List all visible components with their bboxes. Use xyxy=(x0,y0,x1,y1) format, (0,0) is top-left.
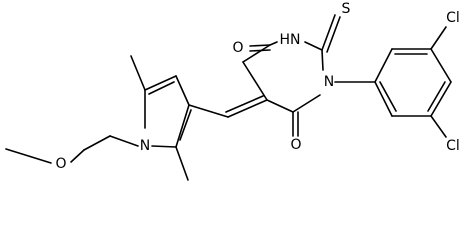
bond-n-ch2 xyxy=(109,135,139,147)
bond-ar4 xyxy=(430,81,452,117)
bond-ar-cl-bottom xyxy=(430,115,447,138)
imide-nitrogen-label: N xyxy=(324,74,334,90)
bond-c6-o-top-a xyxy=(249,44,271,47)
bond-py-c4-c5-inner xyxy=(148,81,175,95)
bond-c2-n xyxy=(321,49,324,71)
oxygen-label-carbonyl-bottom: O xyxy=(290,137,301,153)
bond-c6-o-top-b xyxy=(249,49,271,52)
bond-ar6 xyxy=(374,81,393,117)
chlorine-label-bottom: Cl xyxy=(446,138,460,154)
bond-py-c2-c3-inner xyxy=(179,109,192,141)
chlorine-label-top: Cl xyxy=(446,10,460,26)
bond-ch2-o xyxy=(70,149,85,163)
bond-c2-s-b xyxy=(326,16,341,53)
bond-c7-ch-a xyxy=(227,99,268,118)
atom-labels: O HN S Cl N Cl O O N xyxy=(55,1,459,172)
bond-lines xyxy=(5,14,452,181)
bond-ar1 xyxy=(374,48,393,83)
nh-label: HN xyxy=(280,32,301,48)
bond-py-c3-c4 xyxy=(175,75,190,106)
oxygen-label-carbonyl-top: O xyxy=(232,40,243,56)
oxygen-label-methoxy: O xyxy=(55,156,66,172)
sulfur-label: S xyxy=(342,1,351,17)
bond-py-n-c2 xyxy=(151,145,177,148)
bond-methyl-top xyxy=(130,55,146,91)
bond-methyl-bottom xyxy=(175,146,189,181)
bond-ar4-inner xyxy=(427,81,446,112)
bond-c6-nh xyxy=(269,41,278,46)
bond-c2-s-a xyxy=(321,14,336,51)
pyrrole-nitrogen-label: N xyxy=(140,138,150,154)
bond-ar-cl-top xyxy=(430,26,447,50)
bond-py-c2-c3 xyxy=(175,104,190,148)
bond-ar6-inner xyxy=(379,81,397,112)
bond-c7-c4 xyxy=(242,61,268,101)
bond-ch-pyrrole xyxy=(188,104,229,118)
bond-c7-ch-b xyxy=(225,95,264,113)
bond-py-c4-c5 xyxy=(144,75,177,91)
bond-o-ch3 xyxy=(5,148,52,164)
bond-ar3 xyxy=(430,48,452,83)
bond-c8-c7 xyxy=(266,99,294,113)
bond-nh-c2 xyxy=(304,41,323,51)
bond-ch2-ch2 xyxy=(83,135,111,151)
bond-n-c8 xyxy=(292,94,321,113)
bond-c4-c6 xyxy=(242,44,271,63)
molecule-structure-diagram: O HN S Cl N Cl O O N xyxy=(5,1,460,181)
